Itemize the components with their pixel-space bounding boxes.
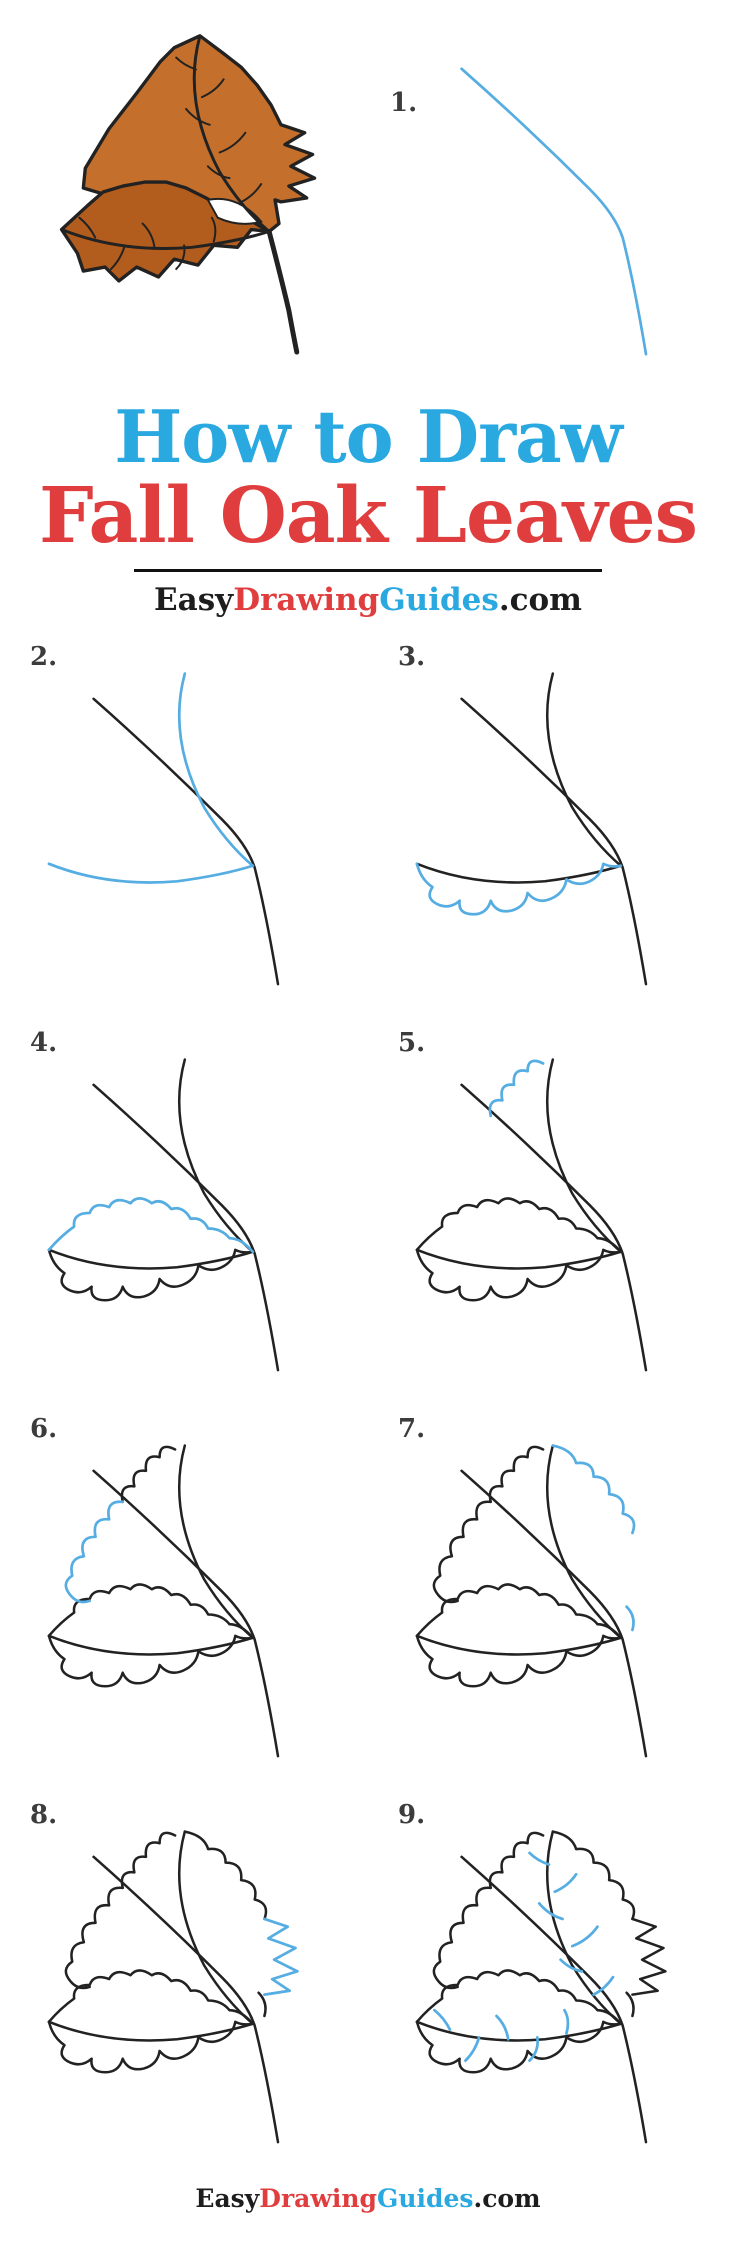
branding-guides: Guides bbox=[379, 581, 499, 618]
page-title: How to Draw bbox=[114, 394, 622, 479]
step-drawing-2 bbox=[47, 671, 280, 986]
step-panel-4: 4. bbox=[0, 1018, 368, 1404]
step-number: 4. bbox=[30, 1027, 58, 1058]
step-drawing-4 bbox=[47, 1057, 280, 1372]
step-panel-9: 9. bbox=[368, 1790, 736, 2176]
footer-drawing: Drawing bbox=[259, 2183, 378, 2213]
page-subtitle: Fall Oak Leaves bbox=[39, 470, 698, 561]
step-drawing-1 bbox=[460, 67, 648, 356]
step-number: 6. bbox=[30, 1413, 58, 1444]
step-panel-3: 3. bbox=[368, 632, 736, 1018]
step-drawing-5 bbox=[415, 1057, 648, 1372]
step-panel-8: 8. bbox=[0, 1790, 368, 2176]
step-panel-6: 6. bbox=[0, 1404, 368, 1790]
steps-grid: 2. 3. 4. 5. 6. 7. 8. 9. bbox=[0, 632, 736, 2176]
step-panel-7: 7. bbox=[368, 1404, 736, 1790]
footer-branding: EasyDrawingGuides.com bbox=[0, 2184, 736, 2213]
step-number: 7. bbox=[398, 1413, 426, 1444]
step-drawing-3 bbox=[415, 671, 648, 986]
footer-com: .com bbox=[473, 2183, 541, 2213]
step-drawing-7 bbox=[415, 1443, 648, 1758]
step-number: 5. bbox=[398, 1027, 426, 1058]
step-drawing-8 bbox=[47, 1829, 299, 2144]
branding-easy: Easy bbox=[154, 581, 234, 618]
step-number: 9. bbox=[398, 1799, 426, 1830]
finished-oak-leaves-illustration bbox=[59, 34, 317, 355]
step-number: 2. bbox=[30, 641, 58, 672]
hero-section: 1. bbox=[0, 0, 736, 392]
step-panel-2: 2. bbox=[0, 632, 368, 1018]
footer-guides: Guides bbox=[377, 2183, 474, 2213]
branding-drawing: Drawing bbox=[233, 581, 380, 618]
step-drawing-9 bbox=[415, 1829, 667, 2144]
step-drawing-6 bbox=[47, 1443, 280, 1758]
title-divider bbox=[134, 568, 602, 572]
step-number: 1. bbox=[390, 88, 418, 118]
footer-easy: Easy bbox=[195, 2183, 260, 2213]
step-number: 3. bbox=[398, 641, 426, 672]
title-block: How to Draw Fall Oak Leaves EasyDrawingG… bbox=[0, 398, 736, 618]
site-branding: EasyDrawingGuides.com bbox=[0, 582, 736, 618]
step-panel-5: 5. bbox=[368, 1018, 736, 1404]
branding-com: .com bbox=[498, 581, 582, 618]
step-panel-1: 1. bbox=[368, 0, 736, 392]
step-number: 8. bbox=[30, 1799, 58, 1830]
